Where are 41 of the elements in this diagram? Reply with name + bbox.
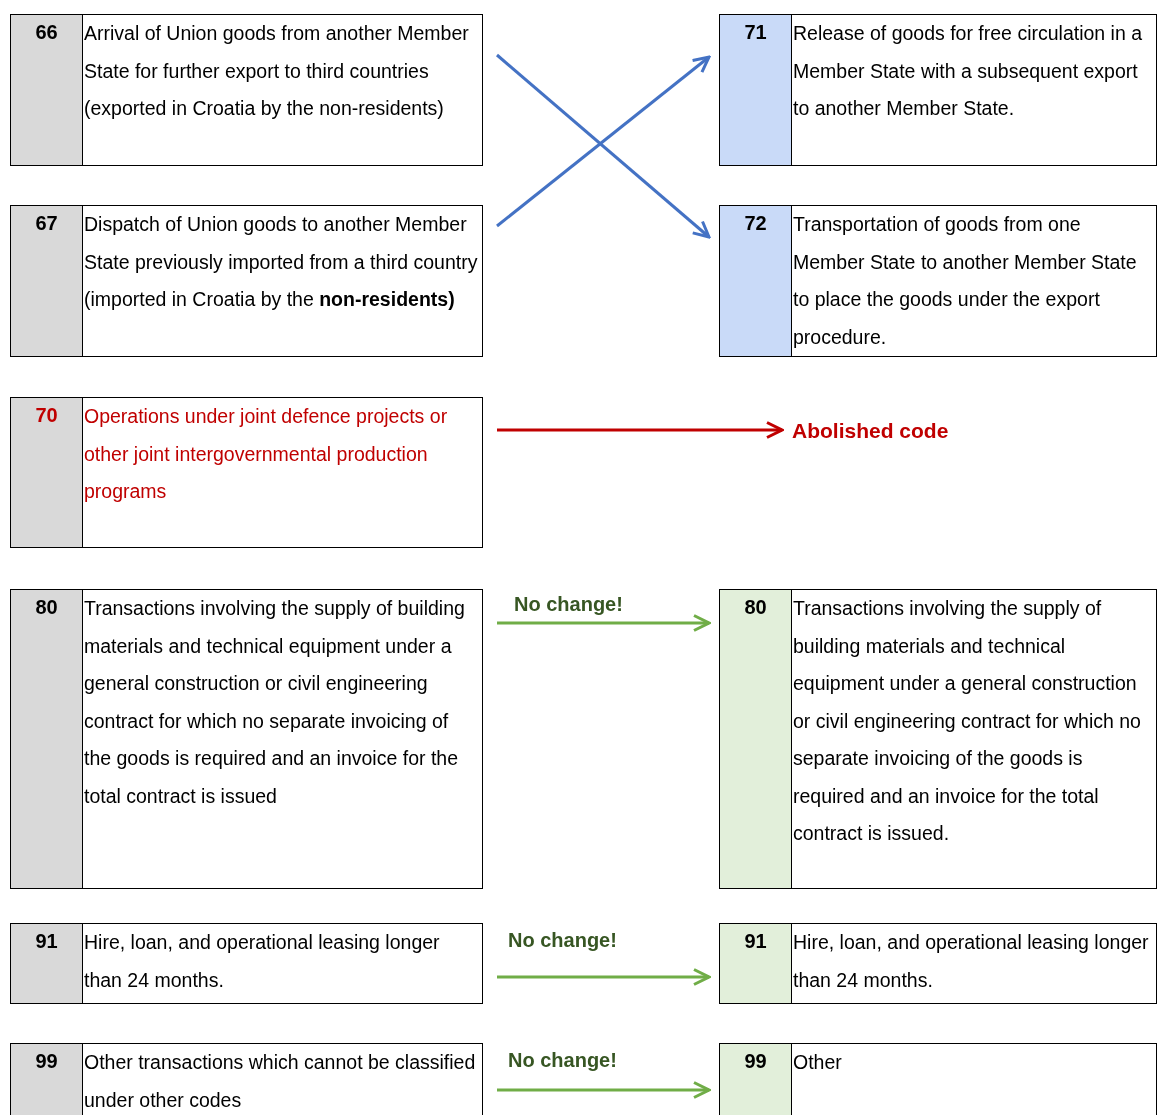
description-text: Hire, loan, and operational leasing longer than 24 months. (83, 930, 441, 993)
code-number: 66 (35, 21, 58, 43)
description-text: Transactions involving the supply of building materials and technical equipment under a general construction or civil engineering contract for which no separate invoicing of the goods is required and an invoice for the total contract is issued (83, 596, 466, 809)
code-box (10, 923, 483, 1004)
description-text: Transactions involving the supply of building materials and technical equipment under a general construction or civil engineering contract for which no separate invoicing of the goods is required and an invoice for the total contract is issued. (792, 596, 1142, 846)
code-box (10, 397, 483, 548)
code-box (10, 589, 483, 889)
arrow (497, 614, 711, 632)
arrow (497, 1081, 711, 1099)
edge-label: No change! (508, 1049, 617, 1072)
code-number: 99 (744, 1050, 767, 1072)
code-box (10, 205, 483, 357)
arrow (497, 968, 711, 986)
code-box (10, 1043, 483, 1115)
description-text: Release of goods for free circulation in a Member State with a subsequent export to another Member State. (792, 21, 1144, 121)
description-text: Dispatch of Union goods to another Member State previously imported from a third country (imported in Croatia by the non-residents) (83, 212, 479, 312)
description-text: Other (792, 1050, 843, 1075)
code-number: 72 (744, 212, 767, 234)
code-box (719, 589, 1157, 889)
code-number: 80 (35, 596, 58, 618)
code-box (719, 205, 1157, 357)
code-number: 91 (35, 930, 58, 952)
code-number: 70 (35, 404, 58, 426)
code-number: 99 (35, 1050, 58, 1072)
description-text: Other transactions which cannot be classified under other codes (83, 1050, 477, 1113)
description-text: Hire, loan, and operational leasing longer than 24 months. (792, 930, 1150, 993)
description-text: Arrival of Union goods from another Member State for further export to third countries (exported in Croatia by the non-residents) (83, 21, 470, 121)
description-text: Transportation of goods from one Member State to another Member State to place the goods under the export procedure. (792, 212, 1138, 350)
code-box (719, 1043, 1157, 1115)
code-box (719, 923, 1157, 1004)
description-text: Operations under joint defence projects or other joint intergovernmental production programs (83, 404, 449, 504)
arrow (497, 421, 784, 439)
code-number: 67 (35, 212, 58, 234)
status-text: Abolished code (792, 419, 949, 443)
code-number: 91 (744, 930, 767, 952)
edge-label: No change! (508, 929, 617, 952)
code-box (10, 14, 483, 166)
code-number: 71 (744, 21, 767, 43)
code-box (719, 14, 1157, 166)
code-number: 80 (744, 596, 767, 618)
edge-label: No change! (514, 593, 623, 616)
